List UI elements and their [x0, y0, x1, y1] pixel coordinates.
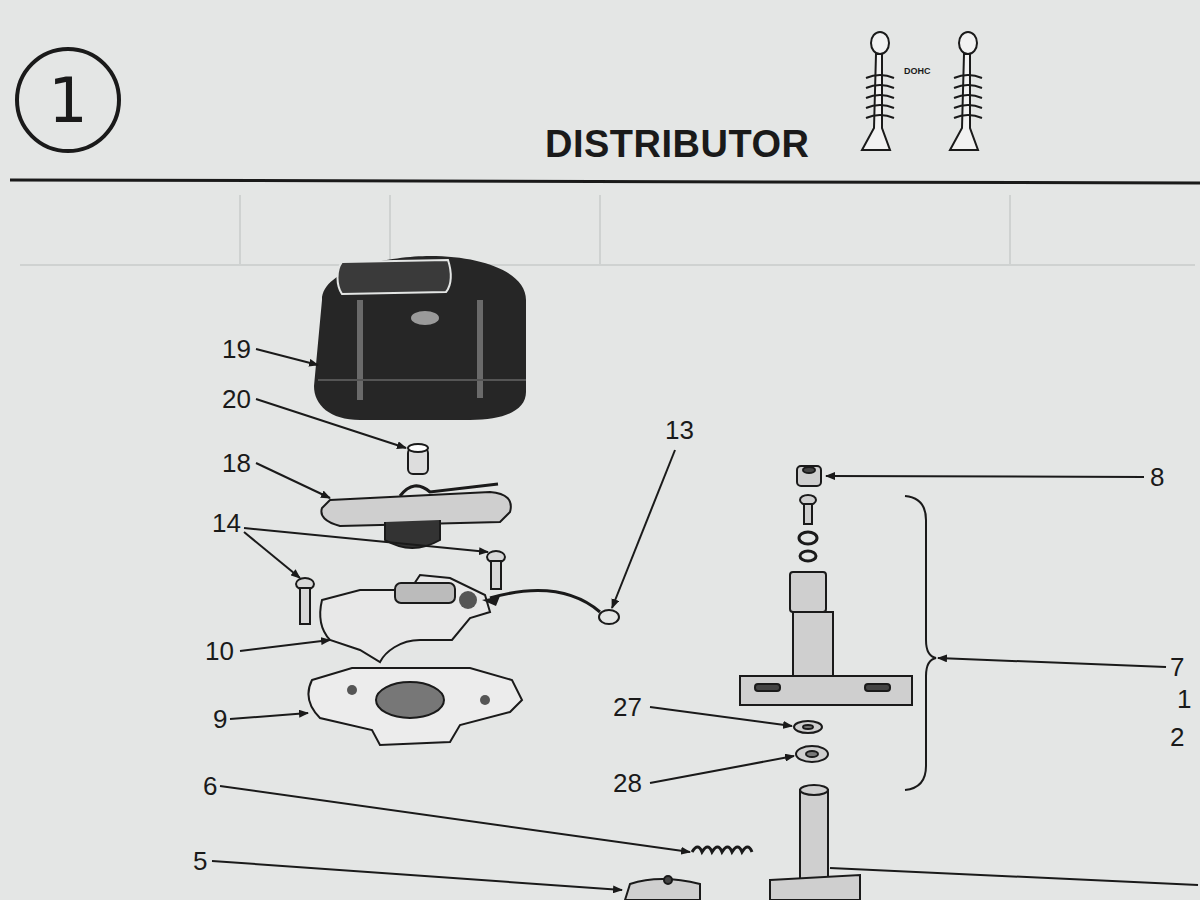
logo-text: DOHC: [904, 66, 931, 77]
callout-number: 19: [222, 334, 251, 364]
callout-number: 5: [193, 846, 207, 876]
callout-number: 9: [213, 704, 227, 734]
callout-number: 10: [205, 636, 234, 666]
callout-number: 2: [1170, 722, 1184, 752]
section-circle: 1: [14, 46, 122, 154]
callout-number: 7: [1170, 652, 1184, 682]
callout-number: 14: [212, 508, 241, 538]
callout-number: 13: [665, 415, 694, 445]
callout-number: 6: [203, 771, 217, 801]
callout-number: 8: [1150, 462, 1164, 492]
callout-number: 28: [613, 768, 642, 798]
callout-number: 27: [613, 692, 642, 722]
callout-number: 18: [222, 448, 251, 478]
section-number: 1: [48, 64, 87, 137]
page-title: DISTRIBUTOR: [545, 122, 809, 166]
callout-number: 1: [1177, 684, 1191, 714]
callout-number: 20: [222, 384, 251, 414]
